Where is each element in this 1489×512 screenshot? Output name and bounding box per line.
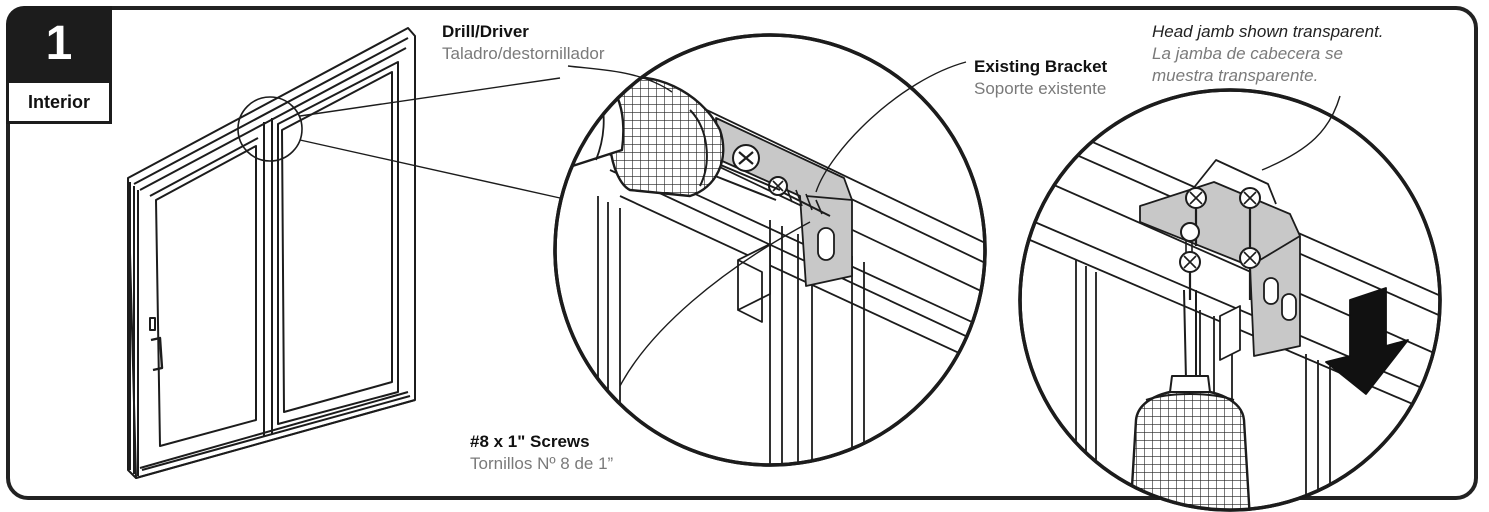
transparent-note-en: Head jamb shown transparent. [1152, 22, 1384, 41]
step-location-label: Interior [6, 80, 112, 124]
transparent-note-es-line2: muestra transparente. [1152, 66, 1319, 85]
callout-leaders [299, 77, 561, 199]
patio-door-drawing [127, 27, 416, 479]
transparent-note-es-line1: La jamba de cabecera se [1152, 44, 1343, 63]
step-badge: 1 Interior [6, 6, 112, 124]
screws-label-en: #8 x 1" Screws [470, 432, 590, 451]
label-leaders [567, 61, 1341, 387]
screws-label-es: Tornillos Nº 8 de 1” [470, 454, 614, 473]
bracket-label-es: Soporte existente [974, 79, 1107, 98]
drill-label-en: Drill/Driver [442, 22, 529, 41]
panel-frame [6, 6, 1478, 500]
step-number: 1 [6, 6, 112, 80]
detail-view-installed-screws [1018, 88, 1442, 512]
bracket-label-en: Existing Bracket [974, 57, 1108, 76]
drill-label-es: Taladro/destornillador [442, 44, 605, 63]
detail-view-drilling [553, 33, 987, 467]
down-arrow-icon [1325, 287, 1409, 395]
